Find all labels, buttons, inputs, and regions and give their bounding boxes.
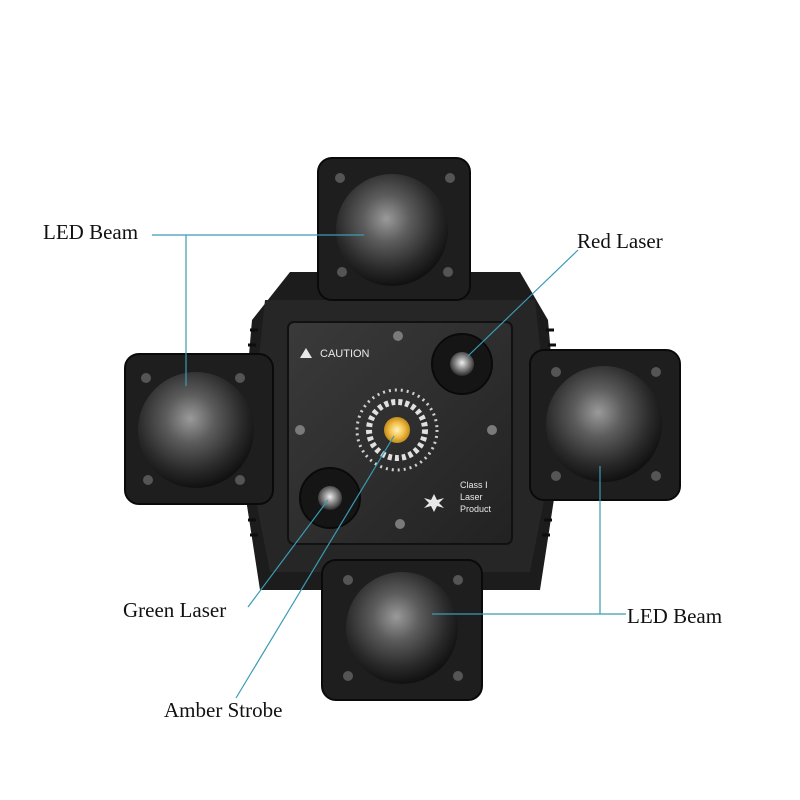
led-head-left: [124, 353, 274, 505]
screw-icon: [343, 575, 353, 585]
screw-icon: [453, 575, 463, 585]
screw-icon: [143, 475, 153, 485]
led-head-right: [529, 349, 681, 501]
screw-icon: [395, 519, 405, 529]
screw-icon: [235, 373, 245, 383]
callout-amber-strobe: Amber Strobe: [164, 698, 283, 722]
callout-red-laser: Red Laser: [577, 229, 663, 253]
screw-icon: [343, 671, 353, 681]
class-line-2: Laser: [460, 492, 483, 502]
led-lens-top-icon: [336, 174, 448, 286]
callout-green-laser: Green Laser: [123, 598, 227, 622]
screw-icon: [551, 367, 561, 377]
caution-label: CAUTION: [320, 348, 370, 360]
class-line-1: Class Ⅰ: [460, 480, 488, 490]
screw-icon: [453, 671, 463, 681]
red-laser-lens-icon: [450, 352, 474, 376]
led-lens-bottom-icon: [346, 572, 458, 684]
led-lens-left-icon: [138, 372, 254, 488]
screw-icon: [393, 331, 403, 341]
led-head-top: [317, 157, 471, 301]
screw-icon: [651, 367, 661, 377]
screw-icon: [141, 373, 151, 383]
screw-icon: [335, 173, 345, 183]
led-head-bottom: [321, 559, 483, 701]
leader-red-laser: [467, 249, 579, 357]
leader-green-laser: [247, 499, 329, 608]
screw-icon: [443, 267, 453, 277]
laser-class-label: Class Ⅰ Laser Product: [424, 480, 492, 514]
laser-starburst-icon: [424, 494, 444, 512]
leader-lines: [152, 234, 626, 699]
amber-strobe-icon: [355, 388, 439, 472]
screw-icon: [235, 475, 245, 485]
callout-led-beam-left: LED Beam: [43, 220, 139, 244]
callout-led-beam-right: LED Beam: [627, 604, 723, 628]
screw-icon: [487, 425, 497, 435]
center-panel: CAUTION Class Ⅰ Laser Product: [287, 321, 513, 545]
screw-icon: [295, 425, 305, 435]
screw-icon: [445, 173, 455, 183]
leader-amber-strobe: [235, 435, 395, 699]
screw-icon: [337, 267, 347, 277]
warning-triangle-icon: [300, 348, 312, 358]
screw-icon: [551, 471, 561, 481]
screw-icon: [651, 471, 661, 481]
class-line-3: Product: [460, 504, 492, 514]
led-lens-right-icon: [546, 366, 662, 482]
green-laser-lens-icon: [318, 486, 342, 510]
